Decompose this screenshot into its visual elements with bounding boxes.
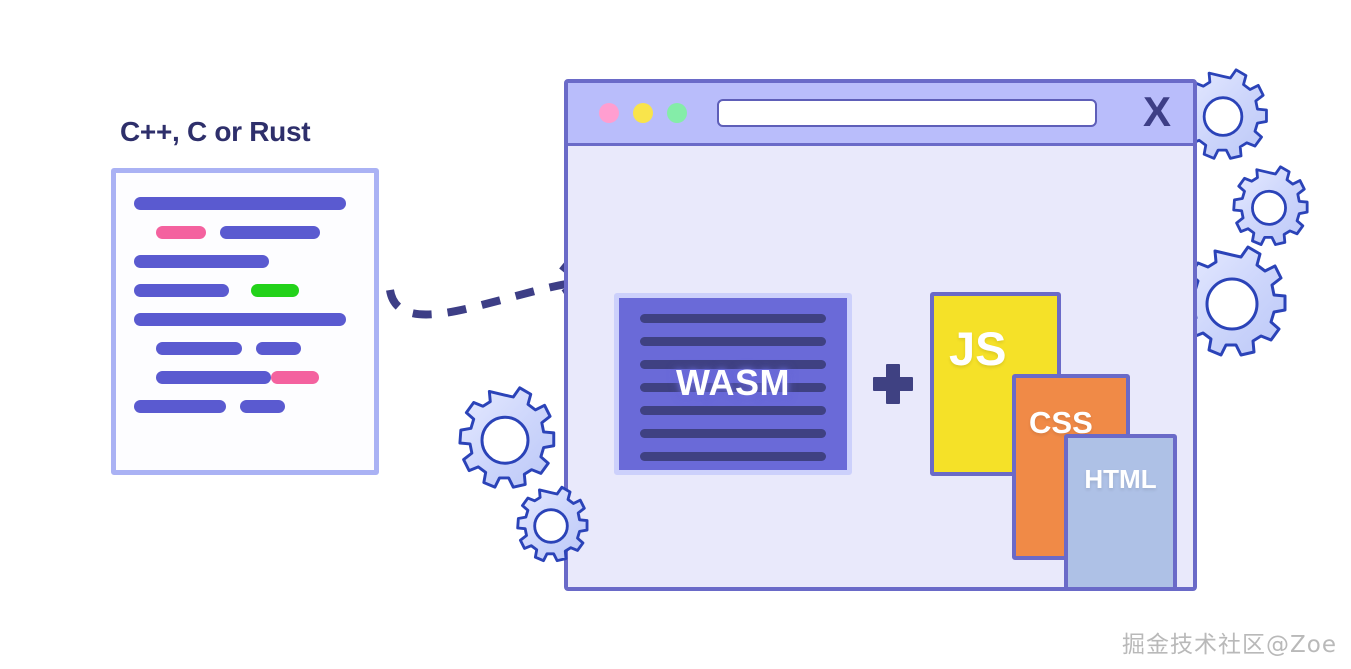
url-bar[interactable] (717, 99, 1097, 127)
code-line (134, 400, 285, 413)
code-token (134, 400, 226, 413)
source-code-card (111, 168, 379, 475)
gear-icon (458, 386, 556, 489)
code-token (134, 313, 346, 326)
code-token (240, 400, 285, 413)
gear-icon (516, 485, 589, 563)
code-token (134, 255, 269, 268)
gear-group-bottom (458, 386, 589, 563)
wasm-code-line (640, 406, 826, 415)
stack-card-html-label: HTML (1084, 464, 1157, 494)
gear-group-right (1185, 68, 1309, 357)
code-line (134, 255, 269, 268)
code-line (134, 342, 301, 355)
gear-icon (1185, 68, 1268, 160)
code-token (251, 284, 299, 297)
code-line (134, 313, 346, 326)
code-line (134, 284, 299, 297)
gear-icon (1185, 245, 1287, 357)
code-token (134, 284, 229, 297)
code-token (156, 371, 271, 384)
browser-viewport: WASM JS CSS HTML (568, 146, 1193, 587)
window-dot-maximize-icon[interactable] (667, 103, 687, 123)
wasm-code-line (640, 314, 826, 323)
wasm-module-block: WASM (614, 293, 852, 475)
code-line (134, 197, 346, 210)
stack-card-html: HTML (1064, 434, 1177, 587)
wasm-label: WASM (676, 362, 790, 404)
wasm-code-line (640, 383, 826, 392)
code-line (134, 371, 319, 384)
code-token (220, 226, 320, 239)
code-token (156, 226, 206, 239)
code-token (156, 342, 242, 355)
close-icon[interactable]: X (1142, 88, 1171, 136)
stack-card-js-label: JS (949, 322, 1007, 375)
code-token (134, 197, 346, 210)
wasm-code-line (640, 337, 826, 346)
window-dot-minimize-icon[interactable] (633, 103, 653, 123)
plus-operator-icon (873, 364, 913, 404)
page-title: C++, C or Rust (120, 116, 311, 147)
code-token (256, 342, 301, 355)
wasm-code-line (640, 452, 826, 461)
code-token (271, 371, 319, 384)
browser-window: X WASM JS CSS HTML (564, 79, 1197, 591)
window-dot-close-icon[interactable] (599, 103, 619, 123)
wasm-code-line (640, 429, 826, 438)
wasm-code-line (640, 360, 826, 369)
browser-titlebar: X (568, 83, 1193, 146)
code-line (134, 226, 320, 239)
watermark: 掘金技术社区@Zoe (1122, 632, 1337, 658)
gear-icon (1232, 165, 1309, 246)
